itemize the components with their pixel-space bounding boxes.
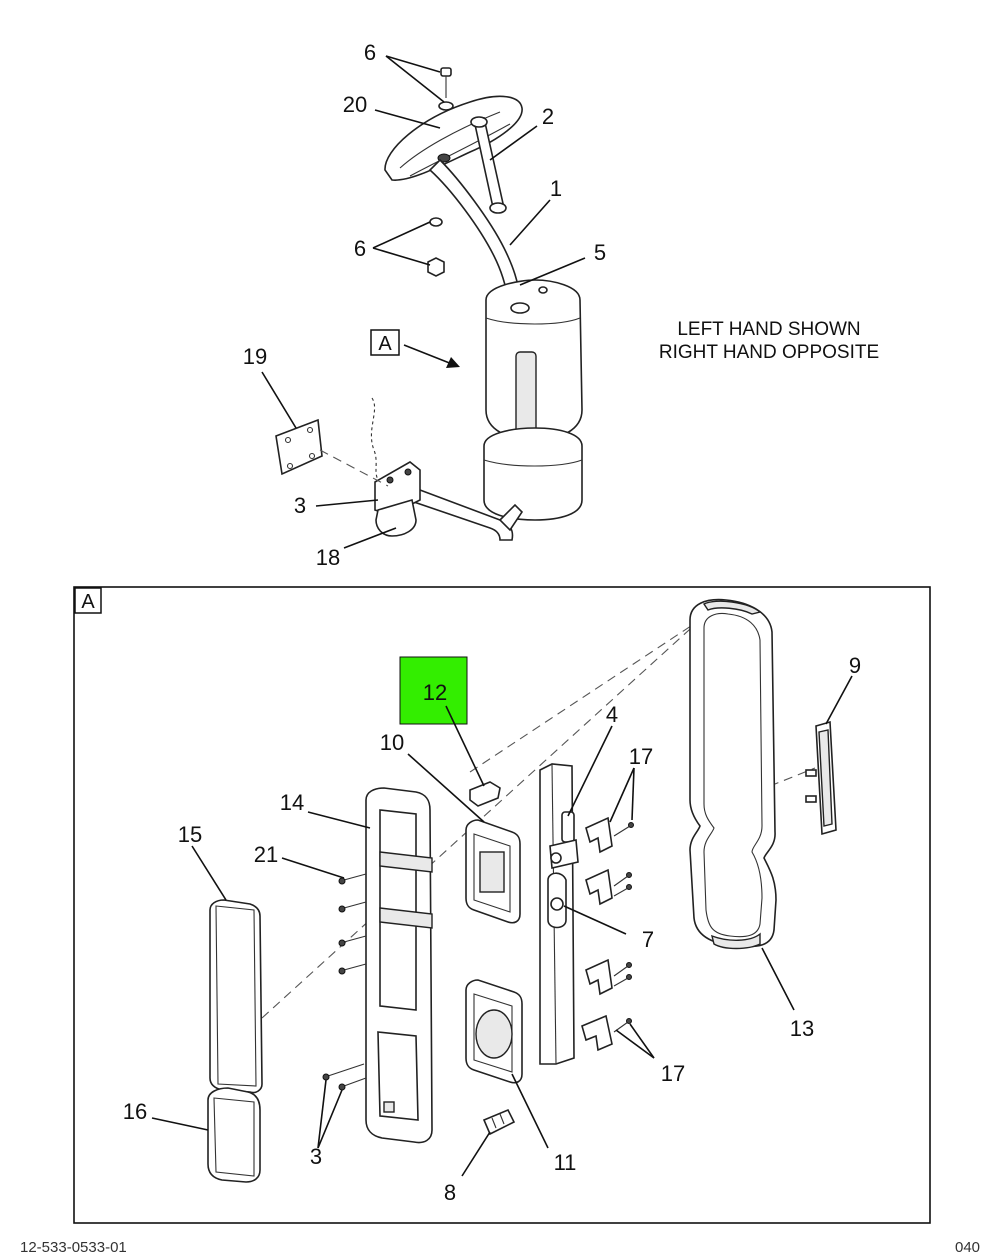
main-glass	[209, 899, 263, 1094]
small-clip-12	[469, 781, 501, 807]
main-tube	[428, 158, 521, 301]
detail-leaders	[151, 675, 853, 1177]
back-housing	[689, 598, 777, 950]
detail-a-parts: 12 10 4 17 9 14 15 21 7 13 17 16 3 11 8	[123, 598, 861, 1205]
clip-set-17	[581, 816, 634, 1052]
view-reference-a: A	[370, 329, 460, 368]
nut-bottom	[427, 217, 445, 277]
page-code: 040	[955, 1239, 980, 1252]
support-arm	[470, 116, 507, 214]
marker-lamp	[805, 720, 837, 836]
callout-14[interactable]: 14	[280, 790, 304, 815]
callout-1[interactable]: 1	[550, 176, 562, 201]
actuator-plate-lower	[465, 979, 523, 1084]
detail-a-frame: A	[73, 586, 931, 1224]
callout-17-top[interactable]: 17	[629, 744, 653, 769]
view-reference-label: A	[378, 333, 392, 355]
detail-label: A	[81, 591, 95, 613]
callout-16[interactable]: 16	[123, 1099, 147, 1124]
callout-3-top[interactable]: 3	[294, 493, 306, 518]
screws-3	[322, 1063, 367, 1091]
upper-leaders	[261, 55, 586, 549]
callout-20[interactable]: 20	[343, 92, 367, 117]
callout-2[interactable]: 2	[542, 104, 554, 129]
callout-15[interactable]: 15	[178, 822, 202, 847]
note-left-hand-shown: LEFT HAND SHOWN	[677, 319, 860, 340]
callout-10[interactable]: 10	[380, 730, 404, 755]
small-clip-8	[482, 1108, 516, 1136]
callout-7[interactable]: 7	[642, 927, 654, 952]
callout-18[interactable]: 18	[316, 545, 340, 570]
mirror-head	[483, 279, 583, 521]
glass-frame	[365, 787, 433, 1144]
motor-assembly	[547, 811, 579, 929]
callout-17-bottom[interactable]: 17	[661, 1061, 685, 1086]
gasket	[275, 418, 323, 476]
callout-13[interactable]: 13	[790, 1016, 814, 1041]
convex-glass	[207, 1087, 261, 1183]
callout-3-bottom[interactable]: 3	[310, 1144, 322, 1169]
highlight-box-12[interactable]	[399, 656, 468, 725]
callout-6-top[interactable]: 6	[364, 40, 376, 65]
lower-mount-bracket	[374, 461, 421, 537]
callout-19[interactable]: 19	[243, 344, 267, 369]
drawing-number: 12-533-0533-01	[20, 1239, 127, 1252]
callout-21[interactable]: 21	[254, 842, 278, 867]
actuator-plate-upper	[465, 819, 521, 924]
callout-6-bottom[interactable]: 6	[354, 236, 366, 261]
callout-8[interactable]: 8	[444, 1180, 456, 1205]
callout-12[interactable]: 12	[423, 680, 447, 705]
callout-4[interactable]: 4	[606, 702, 618, 727]
note-right-hand-opposite: RIGHT HAND OPPOSITE	[659, 342, 879, 363]
callout-9[interactable]: 9	[849, 653, 861, 678]
bolt-top	[438, 67, 454, 111]
callout-11[interactable]: 11	[554, 1150, 577, 1175]
screws-21	[338, 873, 367, 975]
upper-assembly: A 6 20 2 1 6 5 19 3 18 LEFT HAND SHO	[243, 40, 879, 570]
top-mount-bracket	[384, 95, 523, 181]
lower-arm	[412, 488, 524, 541]
callout-5[interactable]: 5	[594, 240, 606, 265]
